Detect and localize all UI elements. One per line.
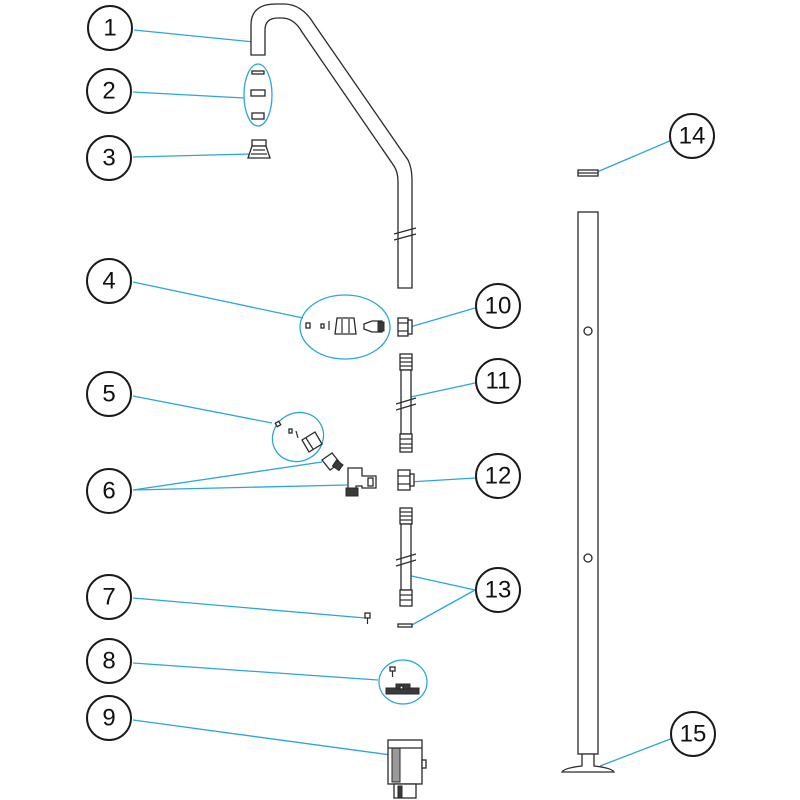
callout-7-label: 7 (102, 584, 115, 611)
callout-12-label: 12 (485, 463, 512, 490)
callout-2-label: 2 (102, 78, 115, 105)
part-14-cap (577, 169, 599, 177)
callout-3: 3 (86, 135, 132, 181)
part-5-tap-kit (271, 411, 325, 463)
leader-5 (132, 395, 273, 424)
callout-4: 4 (86, 258, 132, 304)
leader-6b (132, 484, 348, 491)
callout-15-label: 15 (680, 721, 707, 748)
leader-9 (132, 719, 399, 757)
leader-8 (132, 662, 379, 681)
callout-6-label: 6 (102, 478, 115, 505)
callout-10-label: 10 (485, 293, 512, 320)
callout-8-label: 8 (102, 648, 115, 675)
leader-12 (408, 477, 476, 483)
part-10-tee-connector (397, 317, 413, 337)
leader-14 (596, 139, 673, 173)
callout-1-label: 1 (103, 15, 116, 42)
part-8-mounting-bracket (378, 659, 428, 705)
leader-13a (406, 574, 476, 591)
callout-13: 13 (475, 567, 521, 613)
callout-3-label: 3 (102, 145, 115, 172)
pipe-break-mark (393, 227, 417, 235)
callout-2: 2 (86, 68, 132, 114)
part-15-post (560, 211, 616, 773)
callout-14: 14 (669, 113, 715, 159)
leader-lines (132, 29, 674, 767)
part-12-tee-connector (397, 469, 415, 491)
leader-4 (132, 281, 304, 319)
callout-13-label: 13 (485, 577, 512, 604)
leader-11 (405, 382, 476, 399)
part-13-pipe-section (395, 507, 417, 628)
part-3-shower-head (247, 139, 271, 159)
callout-12: 12 (475, 453, 521, 499)
detail-oval-2 (243, 63, 273, 127)
leader-2 (132, 91, 245, 99)
leader-13b (409, 589, 476, 627)
callout-14-label: 14 (679, 123, 706, 150)
part-1-curved-pipe (250, 3, 417, 289)
callouts: 1 2 3 4 5 6 7 8 (86, 5, 716, 757)
callout-9-label: 9 (102, 705, 115, 732)
part-13-washer (397, 623, 413, 628)
post-hole-lower (583, 553, 593, 563)
leader-6a (132, 461, 323, 491)
part-4-tap-kit (299, 294, 391, 360)
callout-8: 8 (86, 638, 132, 684)
callout-9: 9 (86, 695, 132, 741)
part-9-base-anchor (387, 739, 427, 799)
leader-15 (599, 737, 674, 767)
part-6-valve-assembly (321, 452, 377, 497)
callout-11: 11 (475, 358, 521, 404)
part-2-nozzle-set (243, 63, 273, 127)
post-hole-upper (583, 326, 593, 336)
detail-oval-8 (378, 659, 428, 705)
callout-1: 1 (87, 5, 133, 51)
callout-5: 5 (86, 371, 132, 417)
leader-1 (133, 29, 255, 43)
detail-oval-5 (271, 411, 325, 463)
callout-11-label: 11 (486, 368, 511, 395)
leader-7 (132, 597, 366, 619)
part-11-pipe-section (395, 353, 417, 453)
callout-10: 10 (475, 283, 521, 329)
leader-3 (132, 153, 251, 158)
callout-4-label: 4 (102, 268, 115, 295)
detail-oval-4 (299, 294, 391, 360)
leader-10 (409, 307, 476, 328)
callout-15: 15 (670, 711, 716, 757)
part-7-screw (364, 612, 371, 624)
callout-6: 6 (86, 468, 132, 514)
callout-5-label: 5 (102, 381, 115, 408)
callout-7: 7 (86, 574, 132, 620)
